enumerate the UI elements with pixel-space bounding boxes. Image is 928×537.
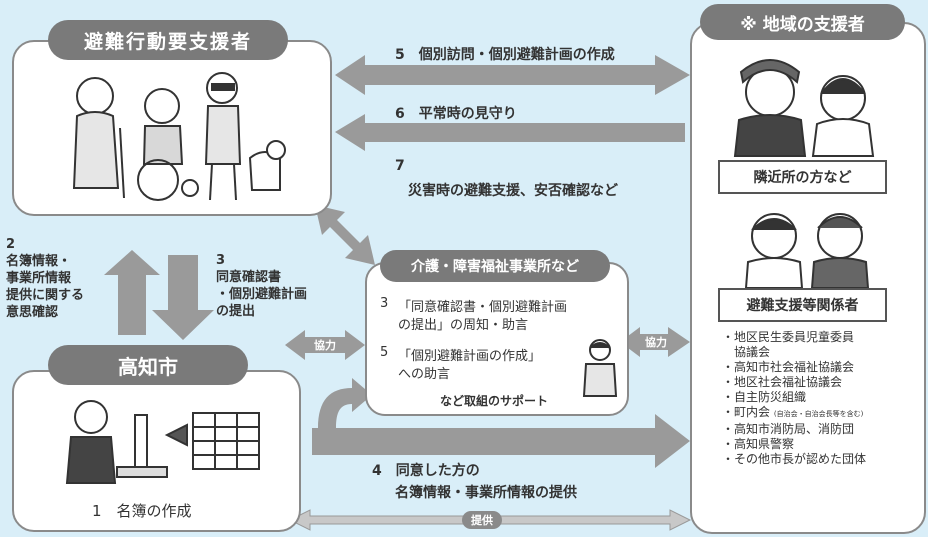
center-item-5-line2: への助言	[398, 367, 451, 382]
list-item: ・高知市消防局、消防団	[722, 422, 855, 436]
arrow-5-bidirectional	[335, 55, 690, 95]
label-teikyo-pill: 提供	[462, 511, 502, 529]
illustration-neighbors	[725, 50, 890, 158]
arrow-kyoryoku-right	[620, 327, 690, 357]
arrow-3-down	[152, 255, 214, 340]
caption-support-staff: 避難支援等関係者	[718, 288, 887, 322]
list-item: ・高知県警察	[722, 437, 795, 451]
list-item: ・自主防災組織	[722, 390, 807, 404]
illustration-care-worker	[582, 338, 618, 398]
list-item: ・高知市社会福祉協議会	[722, 360, 855, 374]
arrow-kyoryoku-left	[285, 330, 365, 360]
label-teikyo: 提供	[471, 514, 493, 527]
arrow-4-branch	[318, 378, 372, 428]
label-arrow-5: 5 個別訪問・個別避難計画の作成	[395, 47, 615, 63]
label-arrow-3-line: 同意確認書	[216, 270, 282, 285]
list-item: 協議会	[722, 345, 771, 359]
title-kochi-city: 高知市	[48, 345, 248, 385]
label-arrow-7: 災害時の避難支援、安否確認など	[408, 183, 618, 199]
label-arrow-2-line: 2	[6, 237, 16, 252]
caption-neighbors: 隣近所の方など	[718, 160, 887, 194]
label-arrow-3-line: ・個別避難計画	[216, 287, 308, 302]
caption-create-roster: 1 名簿の作成	[92, 502, 192, 520]
illustration-support-staff	[738, 200, 878, 288]
label-arrow-6: 6 平常時の見守り	[395, 106, 517, 122]
center-item-3-number: 3	[380, 296, 389, 311]
title-evacuation-support-needed: 避難行動要支援者	[48, 20, 288, 60]
title-care-welfare-offices: 介護・障害福祉事業所など	[380, 250, 610, 282]
label-arrow-3-line: 3	[216, 253, 226, 268]
list-item-label: ・町内会	[722, 405, 771, 419]
supporter-list: ・地区民生委員児童委員 協議会 ・高知市社会福祉協議会 ・地区社会福祉協議会 ・…	[722, 330, 917, 467]
label-arrow-3: 3 同意確認書 ・個別避難計画 の提出	[216, 252, 307, 320]
label-arrow-3-line: の提出	[216, 304, 256, 319]
arrow-2-up	[104, 250, 160, 335]
label-kyoryoku-left: 協力	[314, 339, 336, 352]
arrow-6-left	[335, 114, 685, 151]
label-arrow-2-line: 事業所情報	[6, 271, 72, 286]
label-arrow-2-line: 提供に関する	[6, 288, 85, 303]
label-arrow-4-line2: 名簿情報・事業所情報の提供	[395, 485, 577, 501]
arrow-4-right	[312, 414, 690, 468]
center-item-5-line1: 「個別避難計画の作成」	[398, 349, 542, 364]
list-item: ・地区社会福祉協議会	[722, 375, 843, 389]
list-item: ・地区民生委員児童委員	[722, 330, 855, 344]
center-footer: など取組のサポート	[440, 394, 549, 408]
illustration-elderly-wheelchair-blind-people	[40, 68, 300, 206]
label-arrow-2: 2 名簿情報・ 事業所情報 提供に関する 意思確認	[6, 236, 84, 321]
illustration-official-at-computer	[55, 395, 265, 485]
center-item-5-number: 5	[380, 345, 389, 360]
label-arrow-2-line: 名簿情報・	[6, 254, 72, 269]
list-item: ・その他市長が認めた団体	[722, 452, 867, 466]
arrow-diagonal-bidirectional	[315, 205, 375, 265]
label-arrow-4-line1: 4 同意した方の	[372, 463, 480, 479]
label-kyoryoku-right: 協力	[645, 336, 667, 349]
center-item-3-line2: の提出」の周知・助言	[398, 318, 529, 333]
label-arrow-2-line: 意思確認	[6, 305, 59, 320]
title-regional-supporters: ※ 地域の支援者	[700, 4, 905, 40]
list-item-note: (自治会・自治会長等を含む)	[773, 410, 864, 418]
list-item: ・町内会 (自治会・自治会長等を含む)	[722, 405, 917, 422]
center-item-3-line1: 「同意確認書・個別避難計画	[398, 300, 568, 315]
label-arrow-7-number: 7	[395, 158, 405, 174]
